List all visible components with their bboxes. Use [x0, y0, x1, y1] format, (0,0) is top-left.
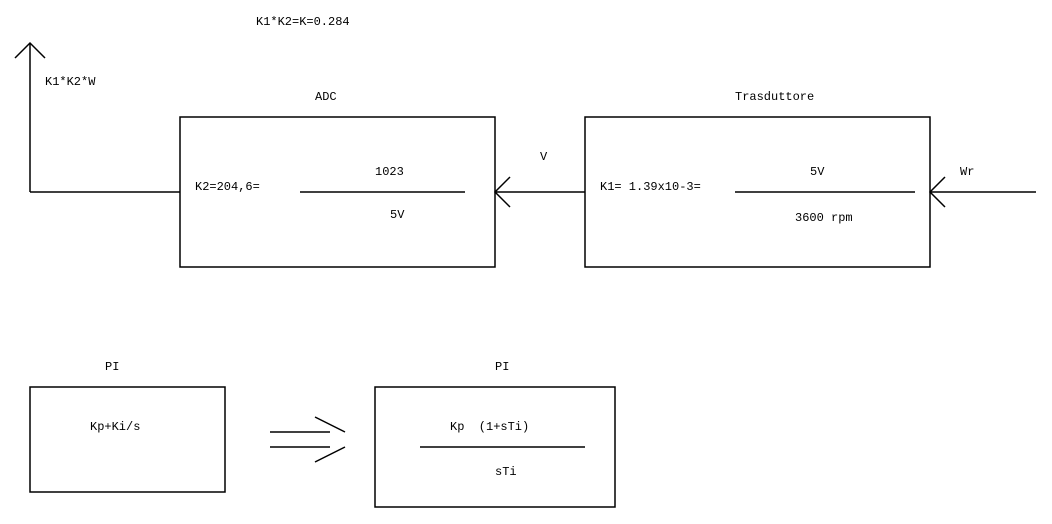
pi-left-block	[29, 386, 226, 493]
input-arrowhead-icon	[928, 176, 946, 208]
pi-right-title: PI	[495, 360, 509, 374]
pi-right-denominator: sTi	[495, 465, 517, 479]
transducer-numerator: 5V	[810, 165, 825, 179]
output-arrowhead-icon	[14, 41, 46, 59]
adc-title: ADC	[315, 90, 337, 104]
signal-v-label: V	[540, 150, 548, 164]
transducer-title: Trasduttore	[735, 90, 814, 104]
adc-gain-label: K2=204,6=	[195, 180, 260, 194]
transducer-denominator: 3600 rpm	[795, 211, 853, 225]
pi-right-numerator: Kp (1+sTi)	[450, 420, 529, 434]
equivalence-arrowhead-bottom-icon	[314, 446, 346, 463]
adc-input-arrowhead-icon	[493, 176, 511, 208]
adc-denominator: 5V	[390, 208, 405, 222]
transducer-gain-label: K1= 1.39x10-3=	[600, 180, 701, 194]
output-label: K1*K2*W	[45, 75, 96, 89]
equivalence-arrowhead-top-icon	[314, 416, 346, 433]
pi-right-block	[374, 386, 616, 508]
pi-left-expression: Kp+Ki/s	[90, 420, 140, 434]
header-formula: K1*K2=K=0.284	[256, 15, 350, 29]
input-label: Wr	[960, 165, 974, 179]
pi-left-title: PI	[105, 360, 119, 374]
adc-numerator: 1023	[375, 165, 404, 179]
